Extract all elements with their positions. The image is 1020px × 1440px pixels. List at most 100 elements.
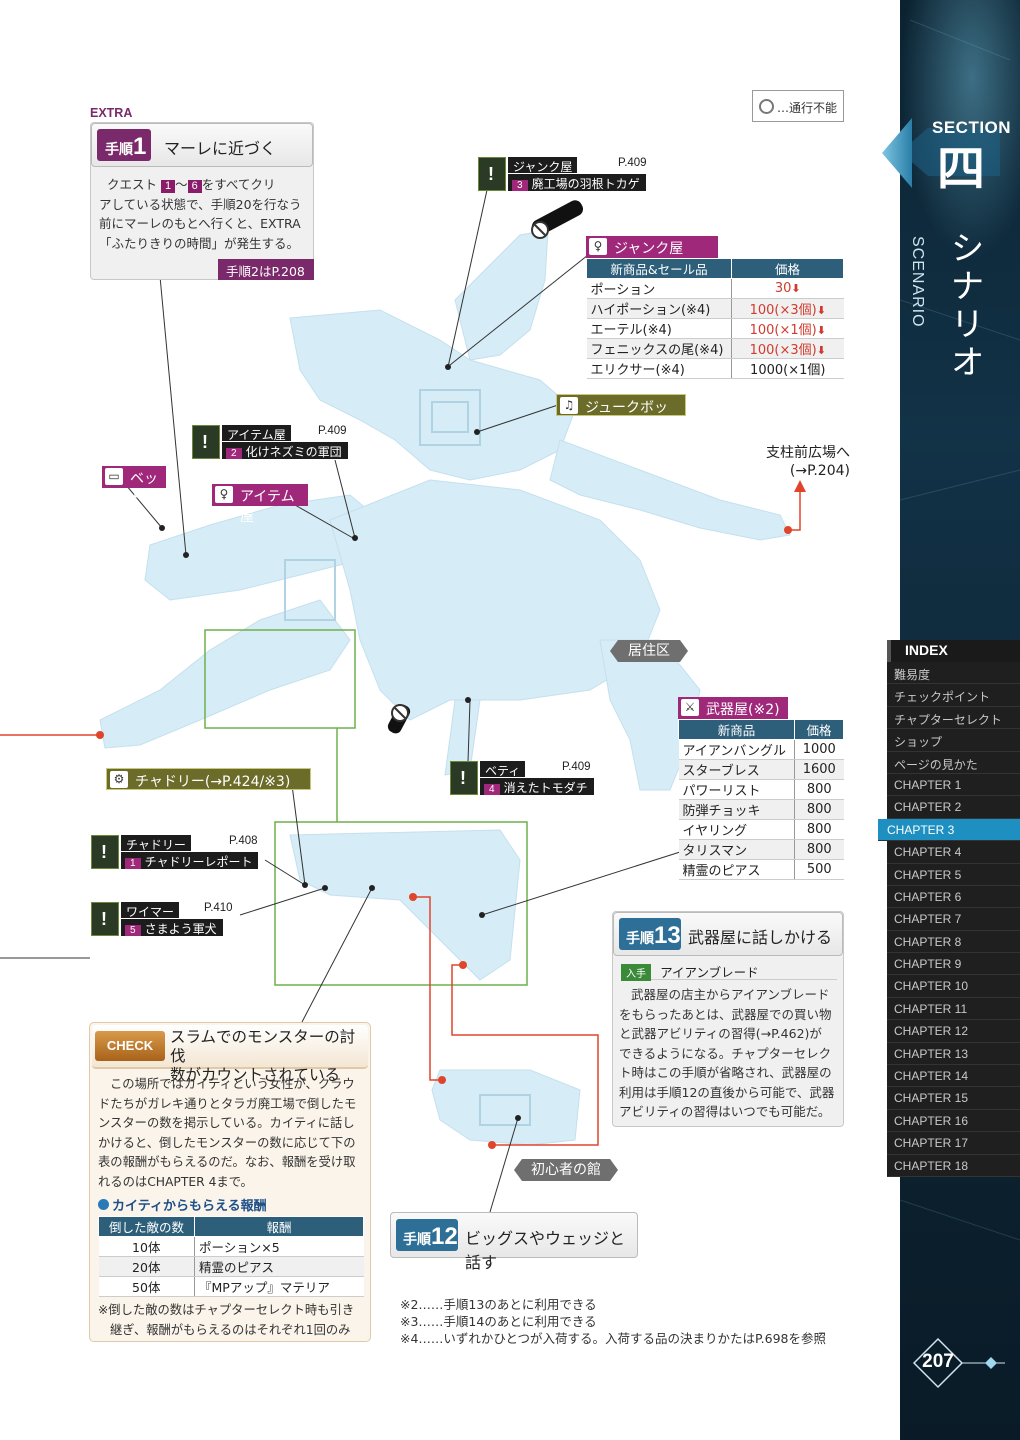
index-title: INDEX: [887, 640, 1020, 662]
index-item[interactable]: CHAPTER 9: [887, 953, 1020, 976]
destination-label[interactable]: 支柱前広場へ (→P.204): [766, 445, 850, 479]
table-row: 20体精霊のピアス: [98, 1256, 364, 1277]
section-label: SECTION: [932, 118, 1012, 137]
table-row: エリクサー(※4)1000(×1個): [586, 358, 844, 379]
zone-box-upper: [204, 629, 356, 729]
index-item[interactable]: CHAPTER 16: [887, 1109, 1020, 1133]
table-row: エーテル(※4)100(×1個)⬇: [586, 318, 844, 339]
item-shop-label: ♀アイテム屋: [212, 484, 308, 525]
quest-page: P.409: [318, 425, 347, 437]
index-item[interactable]: CHAPTER 4: [887, 841, 1020, 864]
scenario-jp: シナリオ: [944, 230, 984, 382]
step13-header: 手順13 武器屋に話しかける: [613, 912, 843, 956]
table-row: 50体『MPアップ』マテリア: [98, 1276, 364, 1297]
page-number-frame: [912, 1337, 1005, 1389]
map-building: [419, 389, 481, 446]
step13-callout: 手順13 武器屋に話しかける 入手 アイアンブレード 武器屋の店主からアイアンブ…: [612, 911, 844, 1127]
quest-num-badge: 1: [160, 180, 176, 193]
quest-exclamation-icon: [450, 761, 478, 795]
footnote: ※4……いずれかひとつが入荷する。入荷する品の決まりかたはP.698を参照: [400, 1331, 826, 1346]
footnote: ※3……手順14のあとに利用できる: [400, 1314, 597, 1329]
legend-box: …通行不能: [752, 90, 844, 122]
shop-person-icon: ♀: [589, 238, 607, 255]
step-badge: 手順12: [396, 1219, 458, 1251]
page-number: 207: [922, 1351, 954, 1372]
chadley-icon: ⚙: [110, 771, 128, 788]
index-item[interactable]: CHAPTER 5: [887, 863, 1020, 886]
map-building: [431, 401, 469, 433]
index-panel: INDEX 難易度 チェックポイント チャプターセレクト ショップ ページの見か…: [878, 640, 1020, 1177]
map-building: [479, 1094, 531, 1126]
shop-person-icon: ♀: [215, 486, 233, 503]
table-row: 10体ポーション×5: [98, 1236, 364, 1257]
reward-table: 倒した敵の数報酬 10体ポーション×5 20体精霊のピアス 50体『MPアップ』…: [98, 1216, 364, 1297]
index-item[interactable]: CHAPTER 7: [887, 908, 1020, 931]
extra-next-link[interactable]: 手順2はP.208: [218, 259, 314, 280]
map-upper-town: [289, 309, 576, 481]
price-down-icon: ⬇: [816, 344, 826, 357]
index-item[interactable]: CHAPTER 10: [887, 975, 1020, 998]
quest-giver: ベティ: [480, 761, 526, 778]
col-header: 新商品&セール品: [586, 258, 732, 279]
index-item[interactable]: CHAPTER 14: [887, 1065, 1020, 1088]
table-row: ハイポーション(※4)100(×3個)⬇: [586, 298, 844, 319]
chadley-label: ⚙チャドリー(→P.424/※3): [106, 768, 311, 790]
index-item[interactable]: CHAPTER 11: [887, 997, 1020, 1021]
step-badge: 手順13: [619, 918, 681, 950]
quest-page: P.409: [562, 761, 591, 773]
table-row: フェニックスの尾(※4)100(×3個)⬇: [586, 338, 844, 359]
check-tag: CHECK: [95, 1031, 165, 1061]
slum-map: [0, 189, 806, 1213]
no-entry-icon: [531, 200, 584, 239]
obtain-row: 入手 アイアンブレード: [621, 962, 837, 981]
obtain-item: アイアンブレード: [660, 965, 759, 980]
quest-giver: アイテム屋: [222, 425, 291, 442]
scenario-en: SCENARIO: [909, 236, 926, 328]
check-note: ※倒した敵の数はチャプターセレクト時も引き 継ぎ、報酬がもらえるのはそれぞれ1回…: [98, 1303, 355, 1337]
index-item[interactable]: CHAPTER 8: [887, 930, 1020, 954]
map-north-corridor: [454, 229, 549, 361]
index-item[interactable]: CHAPTER 18: [887, 1154, 1020, 1177]
section-number: 四: [936, 141, 985, 197]
map-beginners-hall: [431, 1069, 581, 1146]
col-header: 報酬: [194, 1216, 364, 1237]
quest-num-badge: 6: [187, 180, 202, 193]
index-item[interactable]: ページの見かた: [887, 751, 1020, 774]
jukebox-label: ♫ジュークボックス: [556, 394, 686, 436]
index-item[interactable]: CHAPTER 12: [887, 1020, 1020, 1043]
quest-exclamation-icon: [91, 902, 119, 936]
index-item[interactable]: CHAPTER 2: [887, 796, 1020, 819]
quest-exclamation-icon: [192, 425, 220, 459]
residential-area-label: 居住区: [610, 640, 688, 662]
price-down-icon: ⬇: [816, 304, 826, 317]
index-item[interactable]: CHAPTER 1: [887, 773, 1020, 797]
map-lower-area: [289, 829, 521, 981]
index-item[interactable]: CHAPTER 17: [887, 1132, 1020, 1155]
index-item[interactable]: ショップ: [887, 729, 1020, 752]
footnote: ※2……手順13のあとに利用できる: [400, 1297, 597, 1312]
index-item[interactable]: チャプターセレクト: [887, 706, 1020, 730]
check-header: CHECK スラムでのモンスターの討伐 数がカウントされている: [92, 1025, 368, 1084]
index-item[interactable]: CHAPTER 13: [887, 1042, 1020, 1066]
index-item[interactable]: チェックポイント: [887, 684, 1020, 707]
price-down-icon: ⬇: [791, 282, 801, 295]
index-item[interactable]: CHAPTER 3: [878, 818, 1020, 842]
index-item[interactable]: 難易度: [887, 662, 1020, 685]
index-item[interactable]: CHAPTER 6: [887, 885, 1020, 909]
extra-step-header: 手順1 マーレに近づく: [91, 123, 313, 167]
junk-shop-label: ♀ジャンク屋(※3): [586, 236, 718, 274]
quest-giver: チャドリー: [121, 835, 191, 852]
index-item[interactable]: CHAPTER 15: [887, 1087, 1020, 1110]
